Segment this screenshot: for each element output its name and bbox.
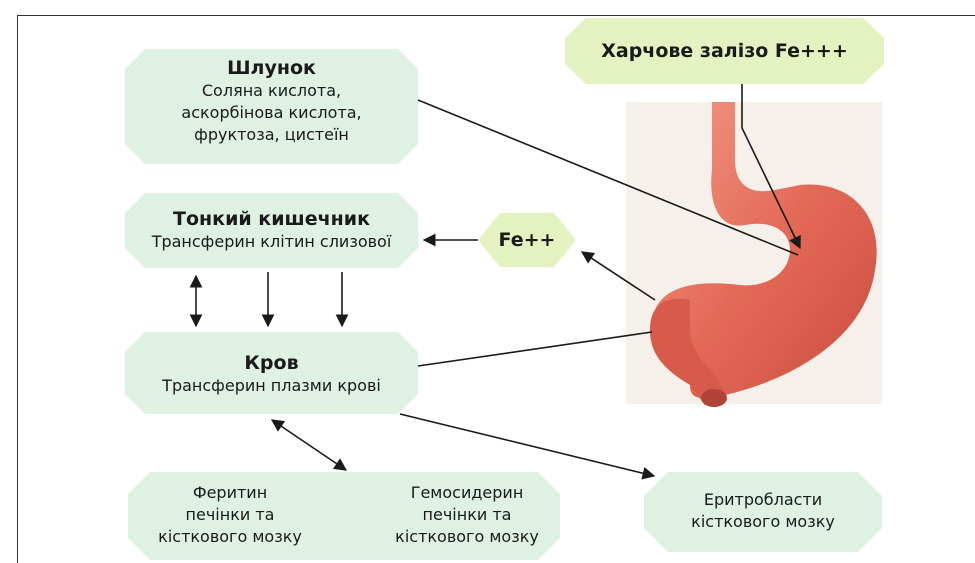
- hemosiderin-line-1: Гемосидерин: [372, 482, 562, 504]
- blood-title: Кров: [125, 351, 418, 375]
- stomach-title: Шлунок: [125, 56, 418, 80]
- fe2-node: Fe++: [478, 228, 576, 252]
- intestine-title: Тонкий кишечник: [125, 207, 418, 231]
- erythroblasts-node: Еритробласти кісткового мозку: [644, 489, 882, 533]
- stomach-line-2: аскорбінова кислота,: [125, 102, 418, 124]
- hemosiderin-node: Гемосидерин печінки та кісткового мозку: [372, 482, 562, 548]
- ferritin-node: Феритин печінки та кісткового мозку: [135, 482, 325, 548]
- blood-node: Кров Трансферин плазми крові: [125, 351, 418, 397]
- food-iron-node: Харчове залізо Fe+++: [565, 38, 884, 64]
- stomach-node: Шлунок Соляна кислота, аскорбінова кисло…: [125, 56, 418, 146]
- stomach-line-3: фруктоза, цистеїн: [125, 124, 418, 146]
- ferritin-line-2: печінки та: [135, 504, 325, 526]
- blood-to-erythroblasts-arrow: [400, 414, 654, 476]
- hemosiderin-line-2: печінки та: [372, 504, 562, 526]
- intestine-line-1: Трансферин клітин слизової: [125, 231, 418, 253]
- erythroblasts-line-1: Еритробласти: [644, 489, 882, 511]
- intestine-node: Тонкий кишечник Трансферин клітин слизов…: [125, 207, 418, 253]
- blood-line-1: Трансферин плазми крові: [125, 375, 418, 397]
- erythroblasts-line-2: кісткового мозку: [644, 511, 882, 533]
- ferritin-line-1: Феритин: [135, 482, 325, 504]
- hemosiderin-line-3: кісткового мозку: [372, 526, 562, 548]
- stomach-line-1: Соляна кислота,: [125, 80, 418, 102]
- gut-to-blood-line: [418, 332, 652, 366]
- blood-storage-bidirectional-arrow: [272, 420, 346, 470]
- ferritin-line-3: кісткового мозку: [135, 526, 325, 548]
